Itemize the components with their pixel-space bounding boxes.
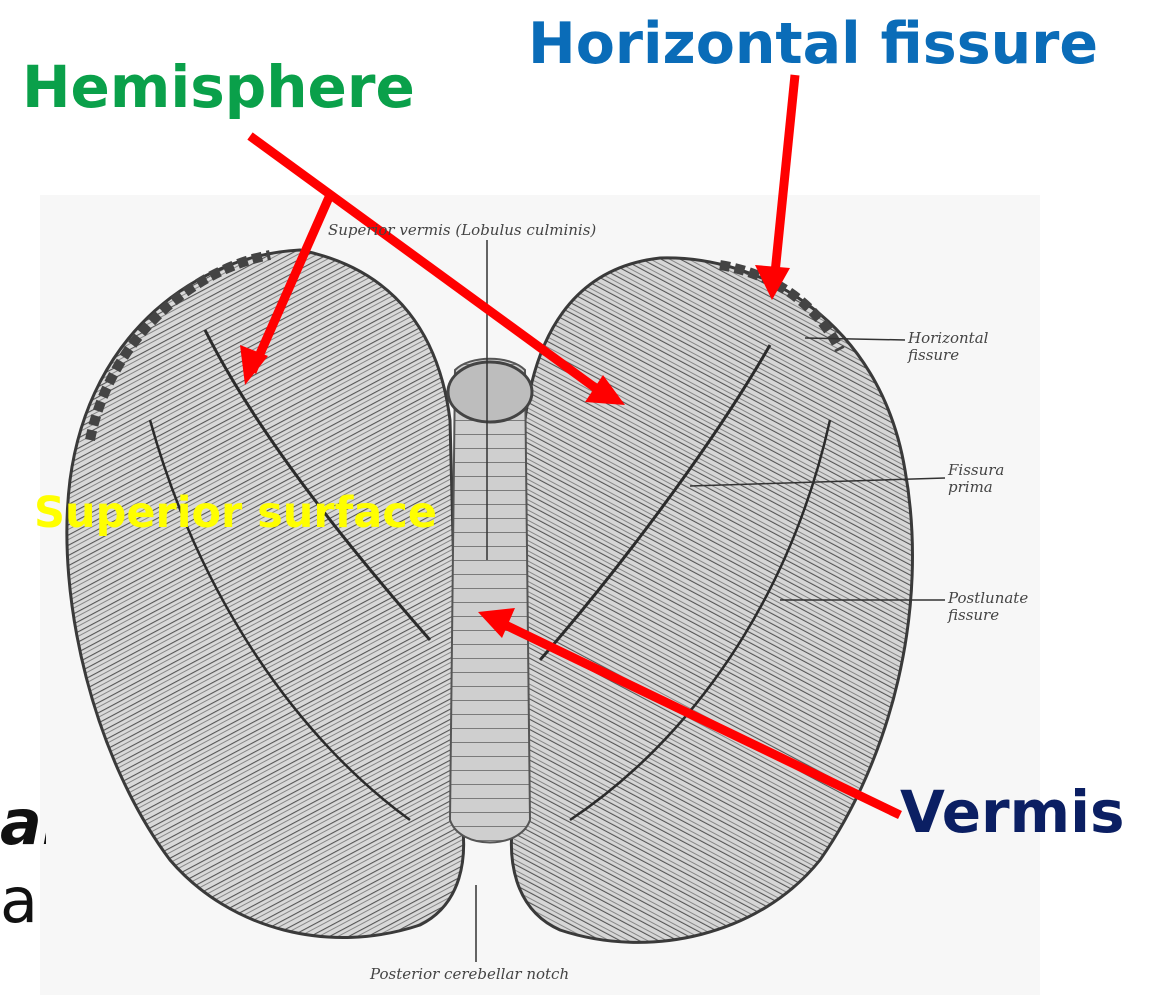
right-horizontal-fissure-rim bbox=[719, 260, 845, 353]
arrow-head-vermis bbox=[478, 608, 515, 638]
slide-text-fragment-2: al bbox=[0, 870, 40, 932]
left-horizontal-fissure-rim bbox=[85, 250, 271, 441]
leader-fissura-prima bbox=[689, 477, 946, 487]
superior-vermis-knob bbox=[446, 360, 534, 424]
slide-text-fragment-1: al bbox=[0, 792, 46, 854]
arrow-head-fissure bbox=[755, 265, 790, 300]
left-fissure-line bbox=[203, 329, 432, 641]
hemisphere-arrow-left bbox=[247, 193, 335, 374]
postlunate-fissure-caption: Postlunate fissure bbox=[948, 589, 1029, 624]
vermis bbox=[448, 357, 532, 844]
leader-horizontal-fissure bbox=[804, 337, 906, 341]
posterior-notch-caption: Posterior cerebellar notch bbox=[370, 965, 570, 983]
fissura-prima-caption: Fissura prima bbox=[948, 461, 1005, 496]
horizontal-fissure-caption: Horizontal fissure bbox=[908, 329, 989, 364]
superior-vermis-caption: Superior vermis (Lobulus culminis) bbox=[328, 221, 597, 239]
left-hemisphere bbox=[65, 248, 466, 939]
hemisphere-arrows bbox=[247, 74, 902, 820]
vermis-arrow bbox=[493, 615, 902, 820]
hemisphere-arrow-right bbox=[247, 132, 608, 399]
arrow-head-hemisphere-right bbox=[585, 375, 625, 405]
hemisphere-label: Hemisphere bbox=[22, 53, 415, 121]
vermis-label: Vermis bbox=[900, 778, 1125, 846]
right-fissure-line-2 bbox=[569, 419, 832, 822]
left-fissure-line-2 bbox=[148, 419, 411, 822]
arrow-head-hemisphere-left bbox=[240, 345, 268, 385]
horizontal-fissure-arrow bbox=[769, 74, 800, 284]
superior-surface-label: Superior surface bbox=[34, 488, 437, 538]
horizontal-fissure-label: Horizontal fissure bbox=[528, 11, 1098, 77]
right-fissure-line bbox=[538, 344, 772, 661]
arrow-heads bbox=[240, 265, 790, 638]
